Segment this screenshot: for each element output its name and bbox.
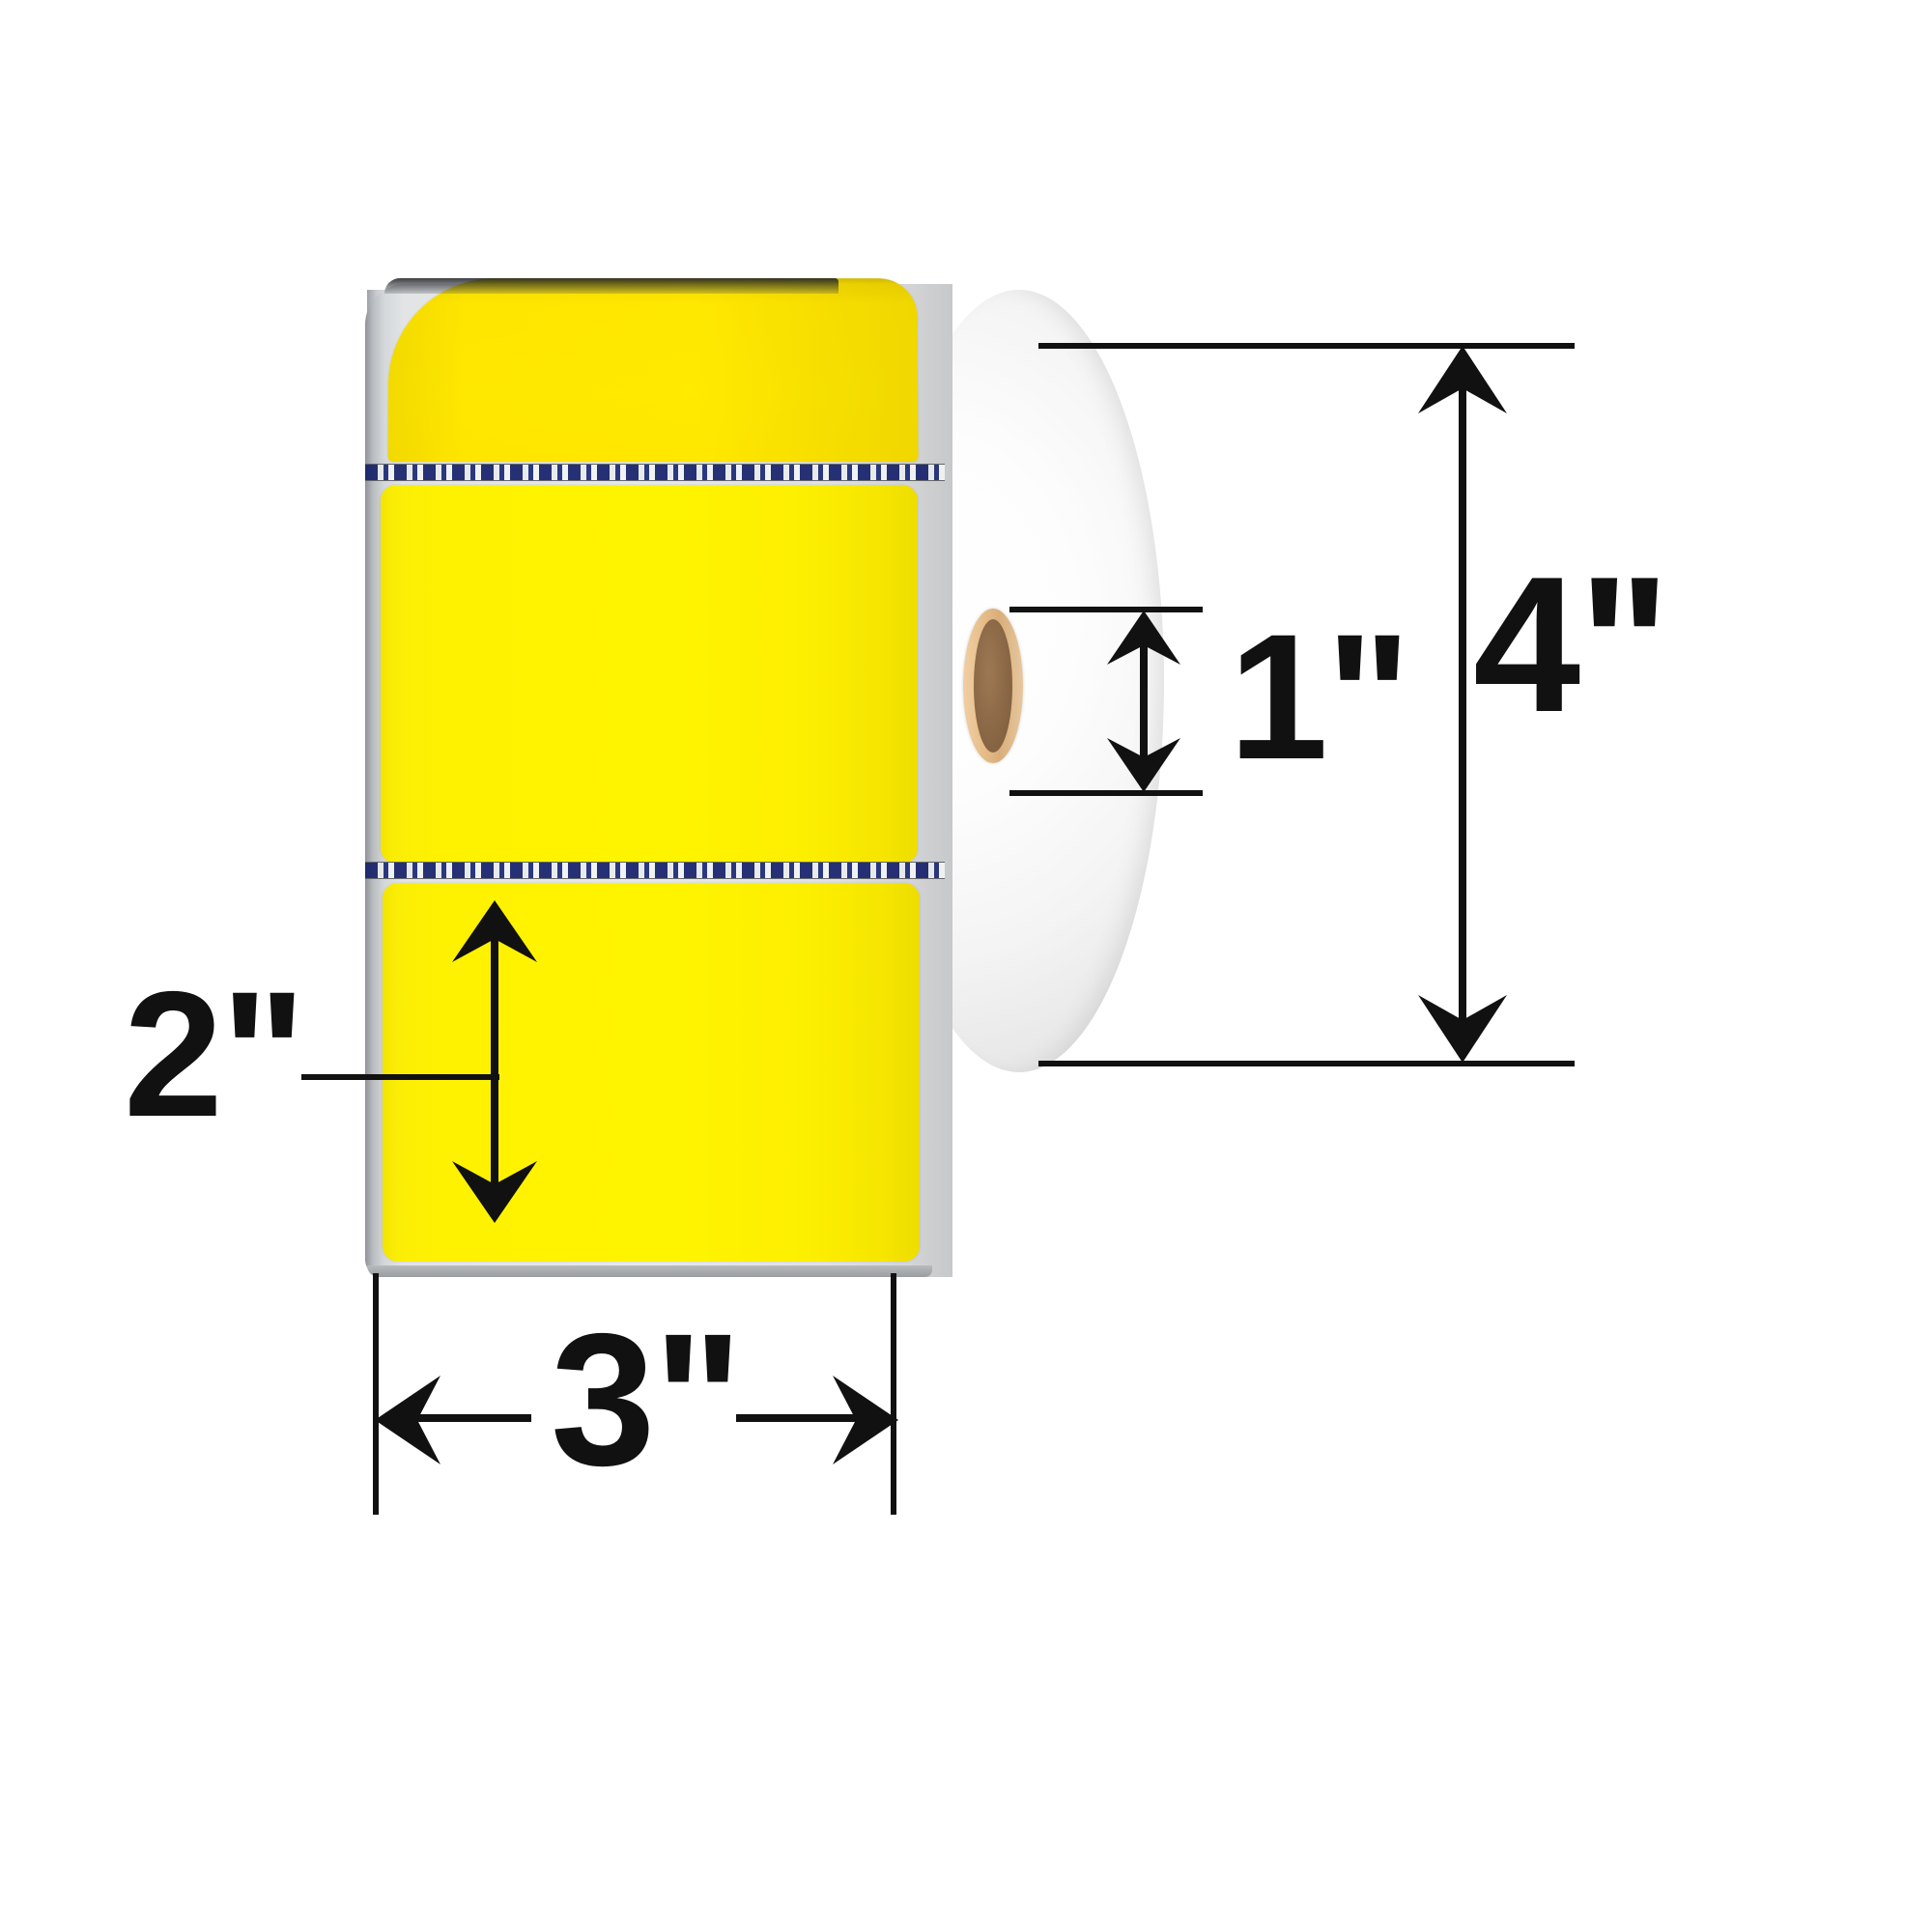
label-width-right-witness-line bbox=[891, 1273, 896, 1515]
roll-top-edge bbox=[384, 278, 838, 294]
label-width-arrow-shaft-left bbox=[386, 1414, 531, 1422]
outer-diameter-bottom-witness-line bbox=[1038, 1061, 1575, 1066]
label-face-middle bbox=[381, 485, 918, 864]
label-face-top bbox=[387, 278, 919, 463]
arrow-down-icon bbox=[452, 1159, 537, 1223]
arrow-up-icon bbox=[1107, 611, 1180, 667]
outer-diameter-arrow-shaft bbox=[1459, 359, 1466, 1045]
outer-diameter-top-witness-line bbox=[1038, 343, 1575, 349]
core-diameter-bottom-witness-line bbox=[1009, 790, 1203, 796]
arrow-left-icon bbox=[375, 1376, 442, 1464]
label-height-arrow-shaft bbox=[491, 916, 498, 1215]
label-height-leader-line bbox=[301, 1074, 499, 1080]
label-width-left-witness-line bbox=[373, 1273, 379, 1515]
perforation-line-2 bbox=[365, 862, 945, 879]
label-height-value: 2" bbox=[124, 955, 306, 1154]
label-width-value: 3" bbox=[551, 1294, 743, 1505]
arrow-up-icon bbox=[1418, 346, 1507, 415]
arrow-down-icon bbox=[1107, 736, 1180, 792]
arrow-down-icon bbox=[1418, 993, 1507, 1063]
label-media-stack bbox=[365, 278, 952, 1277]
roll-core-hole bbox=[974, 619, 1012, 753]
label-width-arrow-shaft-right bbox=[736, 1414, 881, 1422]
core-diameter-top-witness-line bbox=[1009, 607, 1203, 612]
outer-diameter-value: 4" bbox=[1473, 537, 1670, 753]
core-diameter-arrow-shaft bbox=[1140, 622, 1148, 779]
arrow-right-icon bbox=[831, 1376, 898, 1464]
roll-bottom-edge bbox=[367, 1265, 932, 1277]
perforation-line-1 bbox=[365, 464, 945, 481]
core-diameter-value: 1" bbox=[1229, 598, 1411, 797]
arrow-up-icon bbox=[452, 900, 537, 964]
